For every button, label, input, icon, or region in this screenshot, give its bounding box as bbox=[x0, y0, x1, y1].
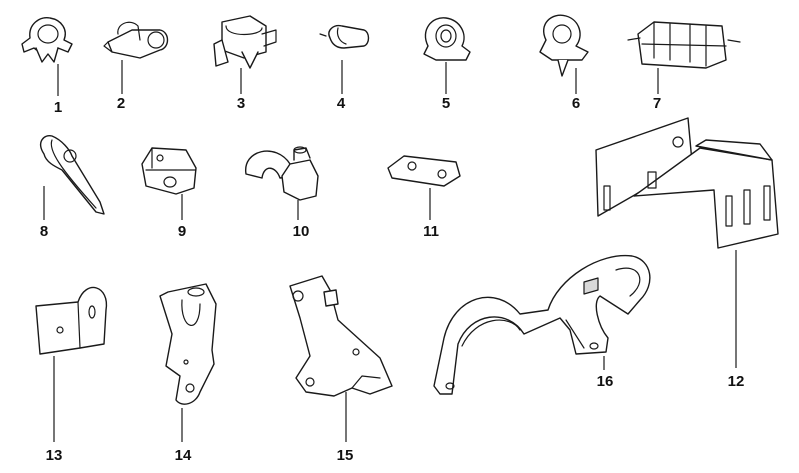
part-14-strap-bracket bbox=[159, 283, 217, 442]
part-label-8: 8 bbox=[40, 223, 48, 240]
part-label-7: 7 bbox=[653, 95, 661, 112]
part-label-10: 10 bbox=[293, 223, 310, 240]
part-label-4: 4 bbox=[337, 95, 346, 112]
part-9-block-clip bbox=[141, 147, 197, 220]
part-16-curved-support bbox=[433, 254, 651, 395]
part-label-5: 5 bbox=[442, 95, 450, 112]
part-1-hose-clip bbox=[21, 17, 73, 96]
part-label-13: 13 bbox=[46, 447, 63, 464]
part-11-flat-plate bbox=[387, 155, 461, 220]
part-label-14: 14 bbox=[175, 447, 192, 464]
part-label-2: 2 bbox=[117, 95, 125, 112]
part-label-9: 9 bbox=[178, 223, 186, 240]
part-label-1: 1 bbox=[54, 99, 62, 116]
part-2-double-clip bbox=[103, 21, 169, 94]
part-15-mounting-bracket bbox=[289, 275, 393, 442]
part-label-3: 3 bbox=[237, 95, 245, 112]
part-13-angle-bracket bbox=[35, 286, 108, 442]
part-8-cable-tie bbox=[40, 135, 105, 220]
part-label-16: 16 bbox=[597, 373, 614, 390]
part-5-clamp-grommet bbox=[423, 17, 471, 94]
part-label-6: 6 bbox=[572, 95, 580, 112]
part-label-12: 12 bbox=[728, 373, 745, 390]
part-labels: 1 2 3 4 5 6 7 8 9 10 11 12 13 14 15 16 bbox=[40, 95, 745, 464]
part-7-multi-clip bbox=[627, 21, 741, 94]
part-10-clamp-bolt bbox=[245, 146, 319, 220]
part-6-push-clip bbox=[539, 14, 589, 94]
part-label-15: 15 bbox=[337, 447, 354, 464]
part-4-spring-clip bbox=[319, 24, 370, 94]
part-label-11: 11 bbox=[423, 223, 439, 240]
part-3-bracket-clip bbox=[213, 15, 277, 94]
part-12-large-bracket bbox=[595, 117, 779, 368]
